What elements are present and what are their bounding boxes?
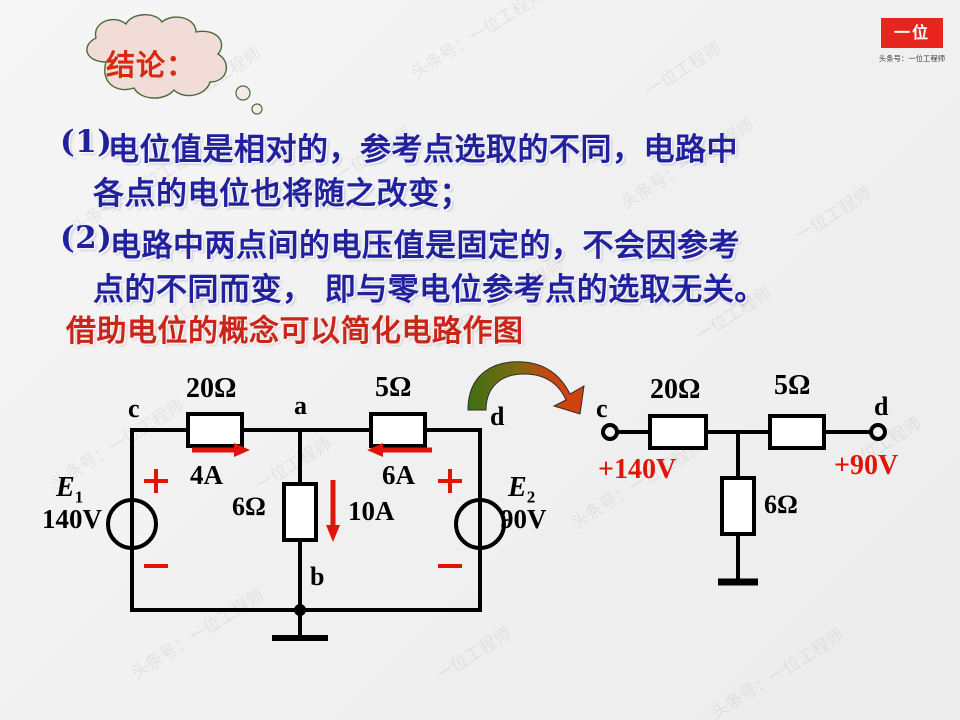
resistor-5ohm xyxy=(369,412,427,448)
red-note: 借助电位的概念可以简化电路作图 xyxy=(66,314,524,349)
circuit-diagram-left: c a d b 20Ω 5Ω 6Ω 4A 6A 10A E1 140V E2 9… xyxy=(42,370,547,660)
cloud-dot-large xyxy=(235,85,251,101)
label-node-c: c xyxy=(128,394,140,423)
circuit-wires-right xyxy=(616,430,872,582)
logo-caption: 头条号：一位工程师 xyxy=(878,54,946,63)
label-node-c-right: c xyxy=(596,394,608,423)
polarity-marks-E2 xyxy=(438,469,462,568)
label-node-a: a xyxy=(294,391,307,420)
label-resistor-20ohm: 20Ω xyxy=(186,373,237,404)
conclusion-thought-bubble: 结论： xyxy=(68,10,263,115)
label-potential-c: +140V xyxy=(598,454,677,485)
current-arrow-6A xyxy=(367,443,432,457)
label-current-6A: 6A xyxy=(382,460,415,490)
transition-arrow xyxy=(462,352,612,422)
watermark: 一位工程师 xyxy=(642,38,725,100)
logo-mark: 一位 xyxy=(881,18,943,48)
terminal-node-c xyxy=(601,423,619,441)
polarity-marks-E1 xyxy=(144,469,168,568)
label-potential-d: +90V xyxy=(834,450,899,481)
source-E1-subscript: 1 xyxy=(74,487,84,507)
label-resistor-6ohm: 6Ω xyxy=(232,492,266,521)
label-resistor-5ohm-right: 5Ω xyxy=(774,370,811,401)
brand-logo: 一位 头条号：一位工程师 xyxy=(876,18,948,64)
resistor-6ohm xyxy=(282,482,318,542)
source-E2-subscript: 2 xyxy=(526,487,536,507)
label-current-10A: 10A xyxy=(348,496,395,526)
label-node-d: d xyxy=(490,402,505,431)
label-current-4A: 4A xyxy=(190,460,223,490)
watermark: 头条号：一位工程师 xyxy=(407,0,548,83)
terminal-node-d xyxy=(869,423,887,441)
label-resistor-20ohm-right: 20Ω xyxy=(650,374,701,405)
cloud-dot-small xyxy=(251,103,263,115)
resistor-20ohm-right xyxy=(648,414,708,450)
resistor-6ohm-right xyxy=(720,476,756,536)
conclusion-title: 结论： xyxy=(106,48,197,82)
conclusion-1-line1: 电位值是相对的，参考点选取的不同，电路中 xyxy=(108,132,738,168)
conclusion-2-line2: 点的不同而变， 即与零电位参考点的选取无关。 xyxy=(93,272,766,308)
source-E1-symbol-text: E xyxy=(56,472,75,503)
label-source-E1: E1 xyxy=(56,472,83,508)
resistor-5ohm-right xyxy=(768,414,826,450)
label-source-E2-value: 90V xyxy=(500,504,547,534)
conclusion-2-marker: (2) xyxy=(60,220,113,256)
label-node-b: b xyxy=(310,562,325,591)
conclusion-1-marker: (1) xyxy=(60,124,113,160)
label-resistor-6ohm-right: 6Ω xyxy=(764,490,798,519)
circuit-diagram-right: c d 20Ω 5Ω 6Ω +140V +90V xyxy=(578,370,938,622)
current-arrow-4A xyxy=(192,443,250,457)
conclusion-2-line1: 电路中两点间的电压值是固定的，不会因参考 xyxy=(110,228,740,264)
current-arrow-10A xyxy=(326,480,340,542)
node-b-dot xyxy=(294,604,306,616)
label-resistor-5ohm: 5Ω xyxy=(375,372,412,403)
watermark: 头条号：一位工程师 xyxy=(707,625,848,720)
label-source-E2: E2 xyxy=(508,472,535,508)
label-source-E1-value: 140V xyxy=(42,504,102,534)
resistor-20ohm xyxy=(186,412,244,448)
source-E2-symbol-text: E xyxy=(508,472,527,503)
cloud-shape xyxy=(86,14,228,99)
watermark: 一位工程师 xyxy=(792,183,875,245)
conclusion-1-line2: 各点的电位也将随之改变； xyxy=(93,176,471,212)
label-node-d-right: d xyxy=(874,392,889,421)
